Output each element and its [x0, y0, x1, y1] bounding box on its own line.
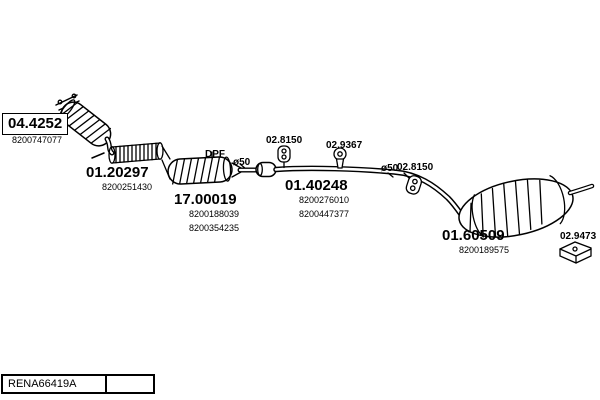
dpf-tag: DPF — [205, 149, 225, 160]
hanger-icon-1 — [277, 145, 291, 169]
rear-muffler-drawing — [458, 175, 595, 238]
part-code-front-pipe[interactable]: 04.4252 — [2, 113, 69, 135]
hanger2-code[interactable]: 02.9367 — [326, 140, 363, 151]
hanger-icon-2 — [333, 147, 347, 169]
hanger-icon-3 — [403, 172, 423, 195]
part-code-rear[interactable]: 01.60509 — [442, 227, 505, 244]
flex-pipe-drawing — [108, 142, 164, 164]
part-code-flex[interactable]: 01.20297 — [86, 164, 149, 181]
hanger1-code[interactable]: 02.8150 — [266, 135, 303, 146]
diameter-tag-2: ø50 — [381, 163, 399, 174]
part-ref2-center: 8200447377 — [299, 209, 350, 219]
part-code-dpf[interactable]: 17.00019 — [174, 191, 237, 208]
part-ref-front-pipe: 8200747077 — [12, 135, 63, 145]
footer-empty-cell — [107, 374, 155, 394]
bracket-icon — [559, 241, 592, 264]
hanger3-code[interactable]: 02.8150 — [397, 162, 434, 173]
part-code-center[interactable]: 01.40248 — [285, 177, 348, 194]
diameter-tag-1: ø50 — [233, 157, 251, 168]
part-ref2-dpf: 8200354235 — [189, 223, 240, 233]
part-ref1-dpf: 8200188039 — [189, 209, 240, 219]
dpf-drawing — [161, 145, 247, 185]
drawing-footer: RENA66419A — [1, 374, 155, 394]
bracket-code[interactable]: 02.9473 — [560, 231, 597, 242]
part-ref-rear: 8200189575 — [459, 245, 510, 255]
part-ref-flex: 8200251430 — [102, 182, 153, 192]
drawing-code: RENA66419A — [1, 374, 107, 394]
part-ref1-center: 8200276010 — [299, 195, 350, 205]
